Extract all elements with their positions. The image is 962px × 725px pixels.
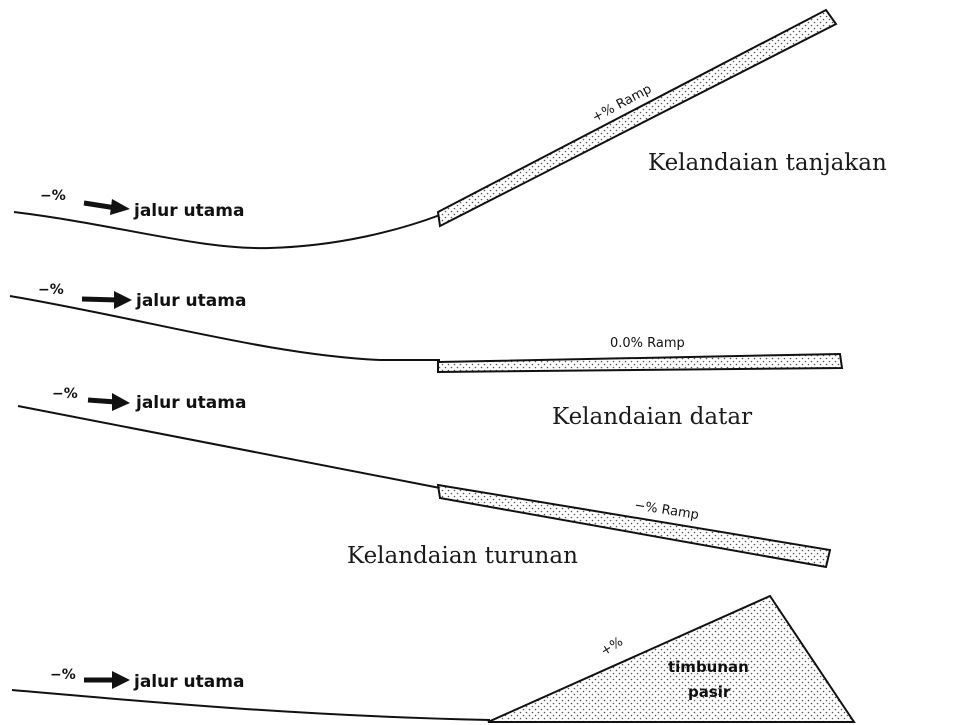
direction-label: −% <box>40 188 66 204</box>
main-road-line <box>9 295 440 361</box>
ramp-grade-label: 0.0% Ramp <box>610 336 685 351</box>
ramp-grade-label: +% <box>598 634 626 659</box>
direction-arrow-icon <box>87 393 130 411</box>
panel-turunan: −% jalur utama −% Ramp Kelandaian turuna… <box>17 386 832 569</box>
uphill-ramp <box>436 8 838 228</box>
direction-label: −% <box>38 282 64 298</box>
direction-arrow-icon <box>81 291 132 309</box>
mound-label-line1: timbunan <box>668 658 749 676</box>
lane-label: jalur utama <box>135 393 246 413</box>
direction-arrow-icon <box>83 199 130 215</box>
sand-mound <box>487 594 856 723</box>
panel-timbunan: −% jalur utama +% timbunan pasir <box>11 594 856 723</box>
main-road-line <box>17 405 441 489</box>
panel-caption: Kelandaian datar <box>552 404 752 430</box>
lane-label: jalur utama <box>133 201 244 221</box>
flat-ramp <box>437 352 844 374</box>
lane-label: jalur utama <box>135 291 246 311</box>
panel-datar: −% jalur utama 0.0% Ramp Kelandaian data… <box>9 282 844 430</box>
downhill-ramp <box>436 483 832 569</box>
direction-label: −% <box>50 667 76 683</box>
main-road-line <box>13 211 441 250</box>
direction-arrow-icon <box>84 671 130 689</box>
panel-tanjakan: −% jalur utama +% Ramp Kelandaian tanjak… <box>13 8 887 250</box>
panel-caption: Kelandaian turunan <box>347 543 578 569</box>
panel-caption: Kelandaian tanjakan <box>648 150 887 176</box>
mound-label-line2: pasir <box>688 683 731 701</box>
main-road-line <box>11 689 491 721</box>
lane-label: jalur utama <box>133 672 244 692</box>
direction-label: −% <box>52 386 78 402</box>
